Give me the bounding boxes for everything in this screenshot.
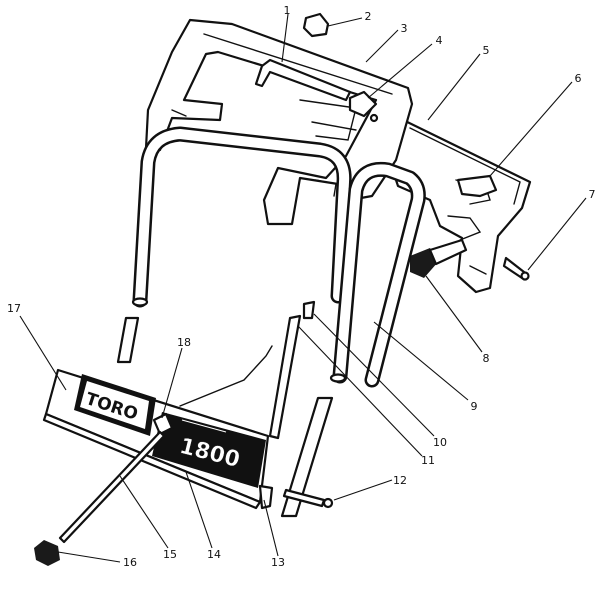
part-7-screw xyxy=(502,256,530,281)
callout-11: 11 xyxy=(421,454,435,467)
part-6-latch xyxy=(456,174,498,198)
callout-1: 1 xyxy=(284,4,291,17)
part-5-control-bracket xyxy=(384,114,532,294)
callout-8: 8 xyxy=(483,352,490,365)
part-3-upper-handle xyxy=(144,18,414,226)
callout-12: 12 xyxy=(393,474,407,487)
callout-10: 10 xyxy=(433,436,447,449)
leader-lines xyxy=(19,13,587,563)
callout-9: 9 xyxy=(471,400,478,413)
part-8-knob xyxy=(410,238,468,278)
callout-18: 18 xyxy=(177,336,191,349)
callout-labels: 1 2 3 4 5 6 7 8 9 10 11 12 13 14 15 16 1… xyxy=(7,4,596,569)
callout-2: 2 xyxy=(365,10,372,23)
part-4-nut xyxy=(348,90,379,123)
callout-3: 3 xyxy=(401,22,408,35)
callout-15: 15 xyxy=(163,548,177,561)
part-10-sleeve xyxy=(302,300,316,320)
callout-16: 16 xyxy=(123,556,137,569)
bend-rod xyxy=(179,345,273,407)
part-16-knob xyxy=(34,540,60,566)
part-13-bracket xyxy=(258,484,274,510)
part-1-control-rod xyxy=(254,58,352,102)
callout-13: 13 xyxy=(271,556,285,569)
part-2-clip xyxy=(302,12,330,38)
part-12-bolt xyxy=(282,488,334,509)
callout-17: 17 xyxy=(7,302,21,315)
callout-5: 5 xyxy=(483,44,490,57)
callout-7: 7 xyxy=(589,188,596,201)
part-11-rod xyxy=(268,314,302,440)
callout-6: 6 xyxy=(575,72,582,85)
callout-14: 14 xyxy=(207,548,221,561)
part-15-adjust-rod xyxy=(58,430,166,544)
callout-4: 4 xyxy=(436,34,443,47)
handle-tube-segments xyxy=(116,316,334,518)
part-9-lower-handle xyxy=(131,126,426,388)
model-badge: 1800 xyxy=(152,412,266,488)
